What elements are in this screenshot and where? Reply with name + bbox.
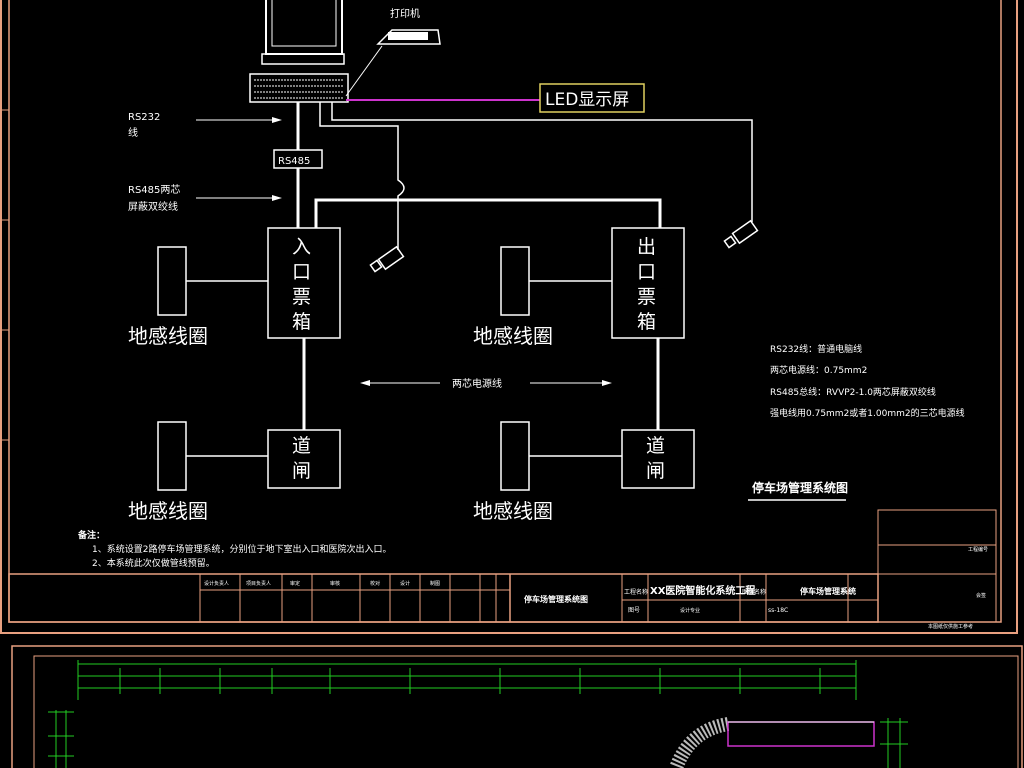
ground-loop-coil	[157, 246, 187, 316]
ground-loop-coil	[157, 421, 187, 491]
drawing-stage-label: 图纸名称	[742, 588, 766, 596]
entry-ticket-box: 入 口 票 箱	[267, 227, 341, 339]
gate-char: 闸	[292, 460, 311, 482]
legend-item: 两芯电源线：0.75mm2	[770, 364, 867, 376]
exit-box-char: 箱	[637, 311, 656, 333]
title-block-small-label: 本图纸仅供施工参考	[928, 623, 973, 630]
rs485-converter-label: RS485	[278, 156, 310, 167]
gate-char: 道	[646, 435, 665, 457]
entry-box-char: 入	[292, 236, 311, 258]
drawing-name-right: 停车场管理系统	[800, 586, 856, 596]
loop-coil-label: 地感线圈	[473, 499, 553, 523]
title-block-row-label: 校对	[370, 580, 380, 587]
rs485-two-core-label: RS485两芯	[128, 183, 180, 196]
title-block-small-label: 会签	[976, 592, 986, 599]
legend-item: 强电线用0.75mm2或者1.00mm2的三芯电源线	[770, 407, 965, 419]
loop-coil-label: 地感线圈	[128, 324, 208, 348]
title-block-row-label: 制图	[430, 580, 440, 587]
exit-box-char: 票	[637, 286, 656, 308]
led-display-box	[539, 83, 645, 113]
loop-coil-label: 地感线圈	[473, 324, 553, 348]
title-block-small-label: 工程编号	[968, 546, 988, 553]
ground-loop-coil	[500, 421, 530, 491]
title-block-row-label: 项目负责人	[246, 580, 271, 587]
design-label: 设计专业	[680, 607, 700, 614]
floor-plan-dimensions	[48, 660, 908, 768]
outer-frame	[0, 0, 1018, 634]
diagram-title: 停车场管理系统图	[752, 480, 848, 495]
keyboard-icon	[249, 73, 349, 103]
exit-box-char: 出	[637, 236, 656, 258]
entry-box-char: 票	[292, 286, 311, 308]
shielded-twisted-pair-label: 屏蔽双绞线	[128, 200, 178, 213]
project-name: XX医院智能化系统工程	[650, 584, 755, 597]
second-drawing-frame	[11, 645, 1023, 768]
gate-char: 道	[292, 435, 311, 457]
printer-label: 打印机	[390, 7, 420, 20]
title-block: 工程编号 会签 本图纸仅供施工参考 设计负责人 项目负责人 审定 审核 校对 设…	[8, 509, 997, 630]
power-cable-label: 两芯电源线	[452, 377, 502, 390]
cable-legend: RS232线：普通电脑线 两芯电源线：0.75mm2 RS485总线：RVVP2…	[770, 343, 965, 419]
drawing-name-left: 停车场管理系统图	[524, 594, 588, 604]
led-display-label: LED显示屏	[545, 90, 629, 110]
title-block-row-label: 审核	[330, 580, 340, 587]
rs232-label: RS232	[128, 112, 160, 123]
project-prefix: 工程名称	[624, 588, 648, 596]
entry-box-char: 箱	[292, 311, 311, 333]
exit-barrier-gate: 道 闸	[621, 429, 695, 489]
entry-box-char: 口	[292, 261, 311, 283]
notes-line: 2、本系统此次仅做管线预留。	[92, 557, 215, 569]
camera-icon	[723, 219, 759, 249]
computer-monitor-icon	[261, 0, 345, 65]
loop-coil-label: 地感线圈	[128, 499, 208, 523]
rs485-converter-box	[273, 149, 323, 169]
camera-icon	[369, 245, 405, 273]
gate-char: 闸	[646, 460, 665, 482]
exit-box-char: 口	[637, 261, 656, 283]
ground-loop-coil	[500, 246, 530, 316]
notes-line: 1、系统设置2路停车场管理系统，分别位于地下室出入口和医院次出入口。	[92, 543, 391, 555]
entry-barrier-gate: 道 闸	[267, 429, 341, 489]
notes-title: 备注：	[77, 529, 105, 541]
rs232-line-label: 线	[128, 126, 138, 139]
title-block-row-label: 设计	[400, 580, 410, 587]
sheet-number-label: 图号	[628, 607, 640, 614]
exit-ticket-box: 出 口 票 箱	[611, 227, 685, 339]
printer-icon	[345, 29, 441, 97]
title-block-row-label: 审定	[290, 580, 300, 587]
drawing-code: ss-18C	[768, 607, 788, 614]
title-block-row-label: 设计负责人	[204, 580, 229, 587]
legend-item: RS485总线：RVVP2-1.0两芯屏蔽双绞线	[770, 386, 936, 398]
legend-item: RS232线：普通电脑线	[770, 343, 862, 355]
